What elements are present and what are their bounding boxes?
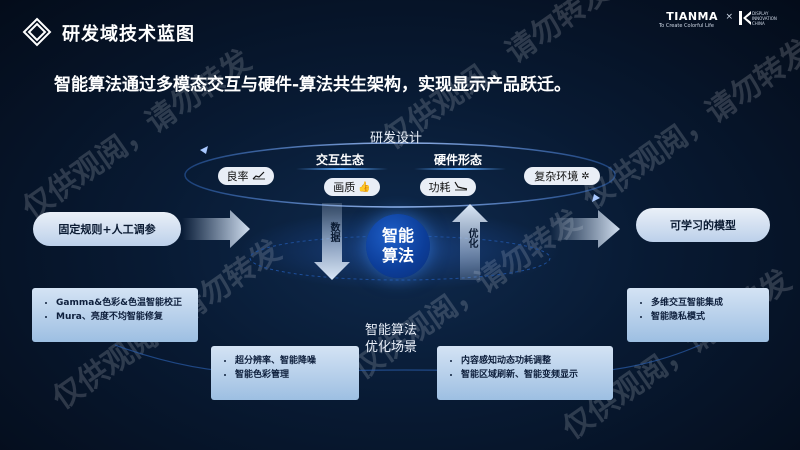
pill-power: 功耗 (420, 178, 476, 196)
list-item: 超分辨率、智能降噪 (235, 354, 349, 368)
pill-environment-label: 复杂环境 (534, 170, 579, 183)
pill-quality-label: 画质 (333, 181, 356, 194)
partner-logo-text: DISPLAY INNOVATION CHINA (752, 11, 778, 26)
scene-label-line-1: 智能算法 (365, 323, 418, 338)
list-item: 智能隐私模式 (651, 310, 759, 324)
optimize-arrow-label: 优化 (466, 228, 477, 248)
pill-yield-label: 良率 (226, 170, 249, 183)
partner-line-3: CHINA (752, 21, 765, 26)
partner-logo-icon (738, 10, 752, 26)
pill-quality: 画质 👍 (324, 178, 380, 196)
headline: 智能算法通过多模态交互与硬件-算法共生架构，实现显示产品跃迁。 (54, 75, 572, 95)
scene-box-calibration: Gamma&色彩&色温智能校正 Mura、亮度不均智能修复 (32, 288, 198, 342)
list-item: 智能区域刷新、智能变频显示 (461, 368, 603, 382)
diamond-logo-icon (22, 17, 52, 47)
scene-label: 智能算法 优化场景 (365, 322, 417, 356)
trend-chart-icon (252, 170, 266, 183)
pill-environment: 复杂环境 ✲ (524, 167, 600, 185)
tab-interaction-ecosystem: 交互生态 (316, 153, 365, 167)
partner-line-2: INNOVATION (752, 16, 777, 21)
core-line-2: 算法 (381, 246, 414, 265)
thumbs-up-icon: 👍 (358, 181, 371, 193)
rd-design-label: 研发设计 (370, 131, 423, 146)
list-item: 智能色彩管理 (235, 368, 349, 382)
list-item: Mura、亮度不均智能修复 (56, 310, 188, 324)
list-item: Gamma&色彩&色温智能校正 (56, 296, 188, 310)
smart-algorithm-core: 智能 算法 (366, 214, 430, 278)
learnable-model-oval: 可学习的模型 (636, 208, 770, 242)
pill-yield: 良率 (218, 167, 274, 185)
fixed-rules-oval: 固定规则+人工调参 (33, 212, 181, 246)
core-line-1: 智能 (381, 226, 414, 245)
network-icon: ✲ (581, 170, 590, 182)
brand-separator: × (725, 12, 733, 22)
scene-box-resolution: 超分辨率、智能降噪 智能色彩管理 (211, 346, 359, 400)
scene-label-line-2: 优化场景 (365, 340, 418, 355)
decline-chart-icon (453, 181, 468, 194)
list-item: 内容感知动态功耗调整 (461, 354, 603, 368)
partner-line-1: DISPLAY (752, 11, 769, 16)
page-title: 研发域技术蓝图 (62, 24, 195, 45)
brand-tagline: To Create Colorful Life (658, 23, 714, 29)
tab-left-underline (296, 168, 388, 170)
tab-right-underline (414, 168, 506, 170)
scene-box-interaction: 多维交互智能集成 智能隐私模式 (627, 288, 769, 342)
scene-box-power: 内容感知动态功耗调整 智能区域刷新、智能变频显示 (437, 346, 613, 400)
pill-power-label: 功耗 (428, 181, 451, 194)
list-item: 多维交互智能集成 (651, 296, 759, 310)
brand-name: TIANMA (666, 10, 718, 23)
data-arrow-label: 数据 (328, 222, 339, 242)
tab-hardware-form: 硬件形态 (434, 153, 483, 167)
